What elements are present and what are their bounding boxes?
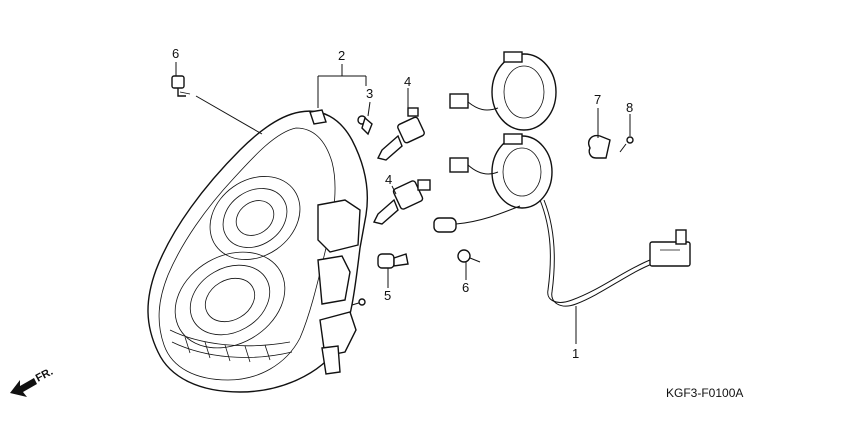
- callout-1: 1: [572, 346, 579, 361]
- position-bulb: [377, 253, 409, 269]
- callout-6-lower: 6: [462, 280, 469, 295]
- screw-lower: [457, 249, 481, 263]
- front-arrow-icon: [10, 378, 37, 397]
- adjuster-screw: [357, 115, 373, 136]
- callout-4-upper: 4: [404, 74, 411, 89]
- headlight-unit: [147, 109, 369, 393]
- leader-lines: [175, 62, 631, 344]
- front-direction-indicator: FR.: [10, 366, 55, 397]
- clamp: [588, 134, 611, 159]
- bulb-upper: [376, 107, 425, 161]
- bulb-lower: [372, 179, 431, 225]
- callout-4-lower: 4: [385, 172, 392, 187]
- callout-8: 8: [626, 100, 633, 115]
- diagram-code: KGF3-F0100A: [666, 386, 743, 400]
- wire-harness: [433, 51, 691, 307]
- callout-6-upper: 6: [172, 46, 179, 61]
- callout-5: 5: [384, 288, 391, 303]
- callout-3: 3: [366, 86, 373, 101]
- callout-7: 7: [594, 92, 601, 107]
- front-direction-label: FR.: [34, 366, 55, 385]
- callout-labels: 1 2 3 4 4 5 6 6 7 8: [172, 46, 633, 361]
- screw-small: [619, 136, 634, 153]
- callout-2: 2: [338, 48, 345, 63]
- bolt-upper-left: [171, 75, 191, 97]
